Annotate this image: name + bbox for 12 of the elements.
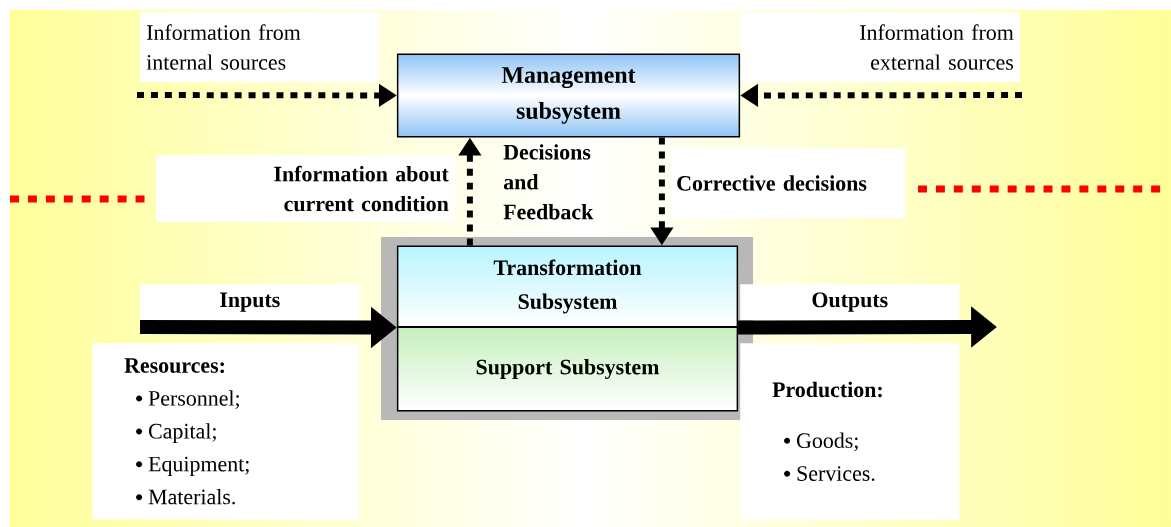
edge-label: Information from external sources [740, 12, 1020, 82]
edge-label: Corrective decisions [670, 148, 906, 218]
text-box: Production: Goods; Services. [740, 343, 960, 520]
edge-label: Information about current condition [155, 155, 455, 222]
edge-label: Information from internal sources [140, 12, 380, 82]
process-box: Support Subsystem [396, 326, 739, 412]
edge-label: Outputs [740, 284, 960, 321]
management-box: Management subsystem [396, 53, 741, 138]
edge-label: Inputs [140, 284, 360, 321]
process-box: Transformation Subsystem [396, 245, 739, 328]
annotation-text: Decisions and Feedback [503, 144, 594, 220]
text-box: Resources: Personnel; Capital; Equipment; Materials. [92, 343, 360, 520]
